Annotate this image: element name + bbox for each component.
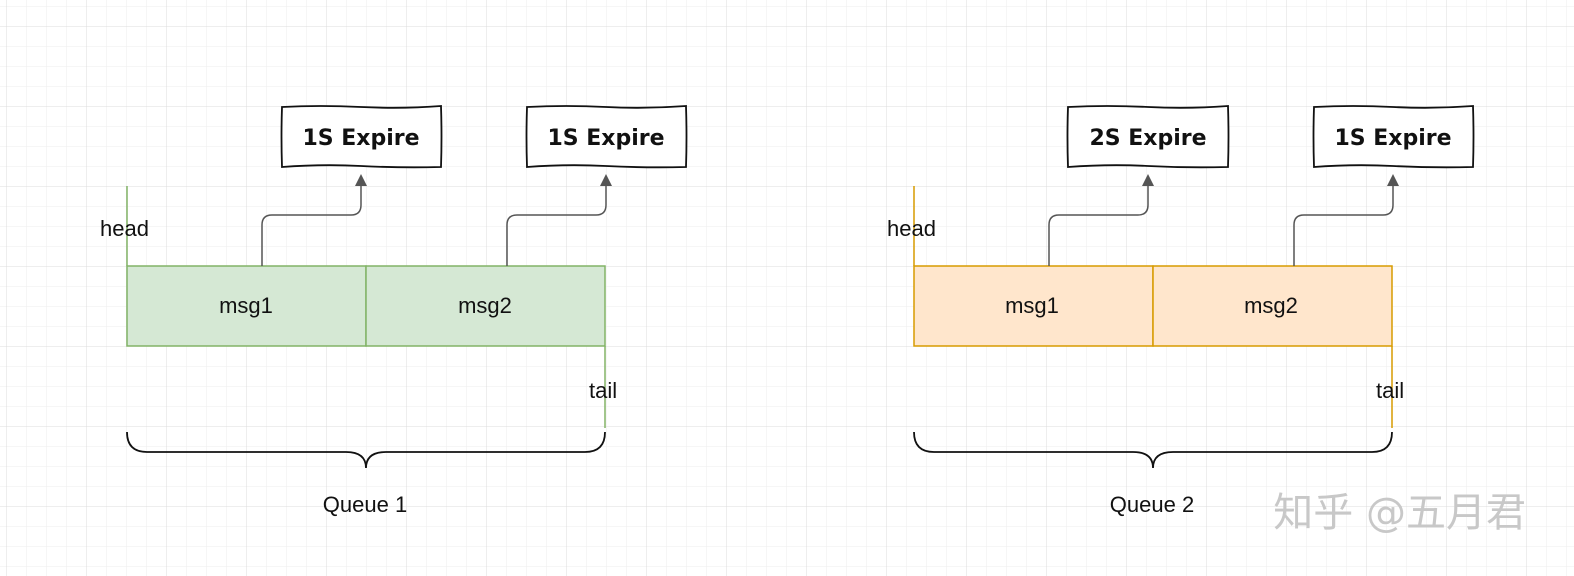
watermark: 知乎 @五月君 bbox=[1273, 490, 1526, 536]
message-label: msg1 bbox=[1005, 293, 1059, 318]
expire-connector bbox=[1048, 174, 1154, 266]
message-label: msg1 bbox=[219, 293, 273, 318]
expire-box bbox=[280, 105, 443, 169]
tail-label: tail bbox=[1376, 378, 1404, 403]
head-label: head bbox=[100, 216, 149, 241]
queue-brace bbox=[126, 431, 606, 469]
expire-box bbox=[1066, 105, 1230, 169]
message-label: msg2 bbox=[458, 293, 512, 318]
queue-2: head msg1 msg2 tail 2S Expire 1S Expire … bbox=[887, 105, 1475, 517]
expire-label: 1S Expire bbox=[1334, 126, 1451, 151]
expire-label: 1S Expire bbox=[547, 126, 664, 151]
expire-box bbox=[1312, 105, 1475, 169]
message-cell-msg2 bbox=[1152, 265, 1393, 347]
message-cell-msg2 bbox=[365, 265, 606, 347]
queue-name-label: Queue 2 bbox=[1110, 492, 1194, 517]
head-label: head bbox=[887, 216, 936, 241]
expire-box bbox=[525, 105, 688, 169]
expire-label: 2S Expire bbox=[1089, 126, 1206, 151]
message-label: msg2 bbox=[1244, 293, 1298, 318]
expire-connector bbox=[1293, 174, 1399, 266]
queue-name-label: Queue 1 bbox=[323, 492, 407, 517]
queue-1: head msg1 msg2 tail 1S Expire 1S Expire … bbox=[100, 105, 688, 517]
queue-brace bbox=[913, 431, 1393, 469]
expire-label: 1S Expire bbox=[302, 126, 419, 151]
message-cell-msg1 bbox=[126, 265, 367, 347]
expire-connector bbox=[506, 174, 612, 266]
tail-label: tail bbox=[589, 378, 617, 403]
expire-connector bbox=[261, 174, 367, 266]
